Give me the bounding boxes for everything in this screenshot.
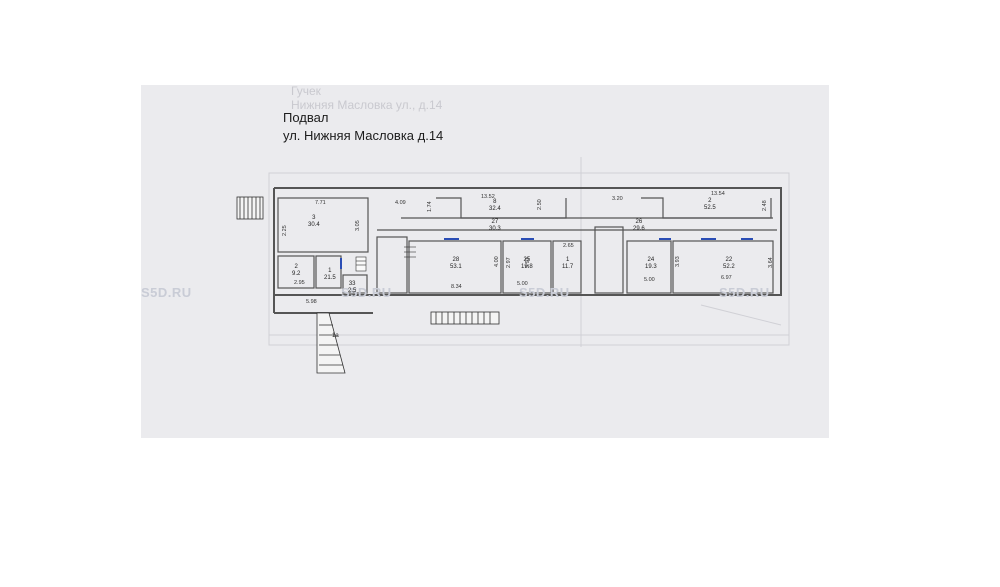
dimension-label: 8.34 — [451, 284, 462, 290]
stairs-bottom-center — [430, 311, 500, 325]
dimension-label: 2.48 — [762, 200, 768, 211]
window-marks — [340, 238, 753, 269]
room-number: 33 — [348, 281, 356, 287]
room-area: 19.8 — [521, 264, 533, 270]
dimension-label: 13.52 — [481, 194, 495, 200]
room-area: 32.4 — [489, 206, 501, 212]
room-area: 53.1 — [450, 264, 462, 270]
room-number: 1 — [565, 257, 570, 263]
room-number: 1а — [332, 333, 339, 339]
room-area: 52.5 — [704, 205, 716, 211]
room-area: 11.7 — [562, 264, 574, 270]
dimension-label: 13.54 — [711, 191, 725, 197]
room-number: 24 — [647, 257, 655, 263]
room-number: 22 — [725, 257, 733, 263]
ghost-line-1: Гучек — [291, 85, 321, 98]
dimension-label: 3.64 — [768, 257, 774, 268]
watermark: S5D.RU — [341, 285, 392, 300]
dimension-label: 2.25 — [282, 225, 288, 236]
dimension-label: 5.00 — [517, 281, 528, 287]
dimension-label: 3.05 — [355, 220, 361, 231]
room-area: 29.6 — [633, 226, 645, 232]
room-area: 52.2 — [723, 264, 735, 270]
dimension-label: 1.74 — [427, 201, 433, 212]
inner-walls — [277, 197, 777, 294]
room-label: 2 52.5 — [704, 198, 716, 212]
room-label: 26 29.6 — [633, 219, 645, 233]
dimension-label: 7.71 — [315, 200, 326, 206]
dimension-label: 4.00 — [494, 256, 500, 267]
room-label: 1а — [332, 333, 339, 340]
room-area: 21.5 — [324, 275, 336, 281]
room-number: 2 — [294, 264, 298, 270]
room-label: 33 2.5 — [348, 281, 356, 295]
room-label: 3 30.4 — [308, 215, 320, 229]
room-number: 3 — [312, 215, 316, 221]
dimension-label: 5.00 — [644, 277, 655, 283]
room-area: 30.4 — [308, 222, 320, 228]
room-label: 22 52.2 — [723, 257, 735, 271]
room-label: 1 11.7 — [562, 257, 573, 271]
dimension-label: 3.20 — [612, 196, 623, 202]
scanned-document: Гучек Нижняя Масловка ул., д.14 Подвал у… — [141, 85, 829, 438]
room-number: 8 — [493, 199, 497, 205]
stairs-down-ramp — [316, 312, 346, 374]
room-number: 27 — [491, 219, 499, 225]
dimension-label: 3.93 — [525, 257, 531, 268]
plan-title-level: Подвал — [283, 110, 329, 125]
room-number: 26 — [635, 219, 643, 225]
dimension-label: 3.93 — [675, 256, 681, 267]
room-label: 8 32.4 — [489, 199, 501, 213]
watermark: S5D.RU — [719, 285, 770, 300]
room-number: 2 — [708, 198, 712, 204]
room-label: 1 21.5 — [324, 268, 336, 282]
dimension-label: 4.09 — [395, 200, 406, 206]
stairs-top-left — [236, 196, 264, 220]
dimension-label: 6.97 — [721, 275, 732, 281]
plan-title-address: ул. Нижняя Масловка д.14 — [283, 128, 444, 143]
floor-plan-drawing — [236, 157, 790, 374]
room-label: 28 53.1 — [450, 257, 462, 271]
dimension-label: 2.50 — [537, 199, 543, 210]
dimension-label: 2.65 — [563, 243, 574, 249]
dimension-label: 2.97 — [506, 257, 512, 268]
room-area: 9.2 — [292, 271, 301, 277]
dimension-label: 2.95 — [294, 280, 305, 286]
watermark: S5D.RU — [141, 285, 192, 300]
watermark: S5D.RU — [519, 285, 570, 300]
room-number: 1 — [328, 268, 332, 274]
room-area: 19.3 — [645, 264, 657, 270]
ghost-line-2: Нижняя Масловка ул., д.14 — [291, 98, 443, 112]
room-area: 2.5 — [348, 288, 357, 294]
stairs-small — [355, 246, 416, 272]
room-label: 27 30.3 — [489, 219, 501, 233]
room-number: 28 — [452, 257, 460, 263]
bleed-through-text: Гучек Нижняя Масловка ул., д.14 — [291, 85, 442, 112]
room-area: 30.3 — [489, 226, 501, 232]
room-label: 2 9.2 — [292, 264, 300, 278]
room-number: 25 — [523, 257, 531, 263]
room-label: 24 19.3 — [645, 257, 657, 271]
room-label: 25 19.8 — [521, 257, 533, 271]
dimension-label: 5.98 — [306, 299, 317, 305]
